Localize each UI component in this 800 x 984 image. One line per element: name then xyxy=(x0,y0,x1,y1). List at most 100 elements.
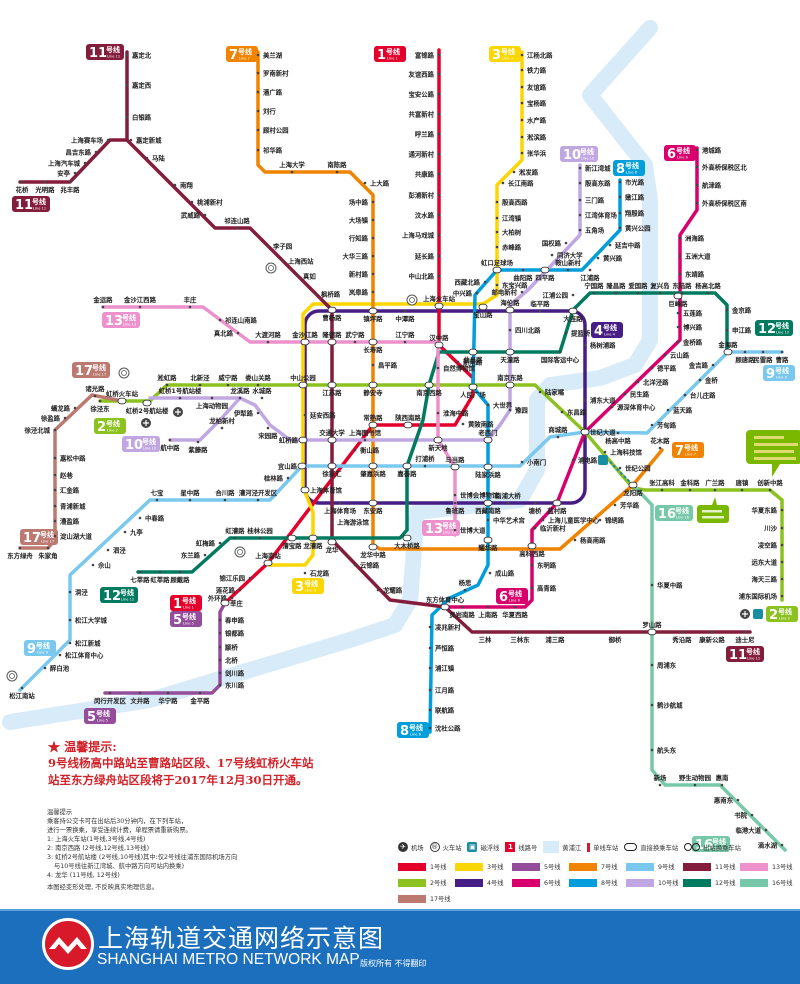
station-label[interactable]: 刘行 xyxy=(263,106,276,115)
station-label[interactable]: 祁连山路 xyxy=(224,216,250,225)
station-label[interactable]: 北洋泾路 xyxy=(643,377,669,386)
station-label[interactable]: 临港大道 xyxy=(735,825,761,834)
station-label[interactable]: 白银路 xyxy=(132,112,152,121)
station-label[interactable]: 杨高北路 xyxy=(695,281,721,290)
station-label[interactable]: 交通大学 xyxy=(319,428,345,437)
station-label[interactable]: 国际客运中心 xyxy=(541,355,580,364)
station-label[interactable]: 颛桥 xyxy=(225,642,238,651)
station-label[interactable]: 虹桥路 xyxy=(279,435,299,444)
station-label[interactable]: 江宁路 xyxy=(395,330,415,339)
station-label[interactable]: 肇嘉浜路 xyxy=(359,469,386,478)
station-label[interactable]: 安亭 xyxy=(57,168,70,177)
station-label[interactable]: 巨峰路 xyxy=(668,299,688,308)
station-label[interactable]: 徐盈路 xyxy=(40,413,61,422)
station-label[interactable]: 嘉善路 xyxy=(396,469,417,478)
station-label[interactable]: 川沙 xyxy=(763,524,777,532)
station-label[interactable]: 嫩江路 xyxy=(625,192,645,201)
station-label[interactable]: 淮海中路 xyxy=(443,408,469,417)
station-label[interactable]: 醉白池 xyxy=(50,663,70,672)
station-label[interactable]: 场中路 xyxy=(349,197,369,206)
station-label[interactable]: 申江路 xyxy=(732,325,752,334)
station-label[interactable]: 临平路 xyxy=(530,299,550,308)
station-label[interactable]: 龙华 xyxy=(325,545,339,554)
station-label[interactable]: 祁华路 xyxy=(263,145,283,154)
station-label[interactable]: 黄陂南路 xyxy=(468,419,494,428)
station-label[interactable]: 浦江镇 xyxy=(435,663,455,672)
station-label[interactable]: 陕西南路 xyxy=(395,413,421,422)
station-label[interactable]: 花桥 xyxy=(16,185,29,194)
station-label[interactable]: 上南路 xyxy=(478,610,498,619)
station-label[interactable]: 华宁路 xyxy=(158,696,178,705)
station-label[interactable]: 华夏西路 xyxy=(502,610,528,619)
station-label[interactable]: 剑川路 xyxy=(224,668,245,677)
station-label[interactable]: 洞泾 xyxy=(75,587,88,596)
station-label[interactable]: 常熟路 xyxy=(363,413,383,422)
station-label[interactable]: 小南门 xyxy=(527,457,546,466)
station-label[interactable]: 中春路 xyxy=(145,513,165,522)
station-label[interactable]: 虹桥1号航站楼 xyxy=(159,386,202,395)
station-label[interactable]: 上海西站 xyxy=(288,256,314,265)
station-label[interactable]: 星中路 xyxy=(180,488,200,497)
station-label[interactable]: 虹桥2号航站楼 xyxy=(126,406,169,415)
station-label[interactable]: 人民广场 xyxy=(460,390,486,399)
station-label[interactable]: 民生路 xyxy=(630,389,650,398)
station-label[interactable]: 东明路 xyxy=(537,560,557,569)
station-label[interactable]: 潘广路 xyxy=(263,87,283,96)
station-label[interactable]: 行知路 xyxy=(348,233,369,242)
station-label[interactable]: 淀山湖大道 xyxy=(60,531,93,540)
station-label[interactable]: 娄山关路 xyxy=(244,373,271,382)
station-label[interactable]: 淞滨路 xyxy=(527,132,547,141)
station-label[interactable]: 龙漕路 xyxy=(302,541,323,550)
station-label[interactable]: 国权路 xyxy=(542,238,562,247)
station-label[interactable]: 市光路 xyxy=(625,177,645,186)
station-label[interactable]: 长寿路 xyxy=(363,345,383,354)
station-label[interactable]: 中兴路 xyxy=(453,288,473,297)
station-label[interactable]: 青浦新城 xyxy=(60,501,86,510)
station-label[interactable]: 徐泾北城 xyxy=(23,425,50,434)
station-label[interactable]: 港城路 xyxy=(702,145,722,154)
station-label[interactable]: 枫桥路 xyxy=(321,289,341,298)
station-label[interactable]: 武威路 xyxy=(181,210,201,219)
station-label[interactable]: 御桥 xyxy=(608,635,622,644)
station-label[interactable]: 莲花路 xyxy=(216,585,236,594)
station-label[interactable]: 蟠龙路 xyxy=(51,403,71,412)
station-label[interactable]: 迪士尼 xyxy=(735,635,755,644)
station-label[interactable]: 豫园 xyxy=(515,405,528,414)
station-label[interactable]: 创新中路 xyxy=(756,478,783,487)
station-label[interactable]: 中山公园 xyxy=(290,373,316,382)
station-label[interactable]: 航中路 xyxy=(160,443,180,452)
station-label[interactable]: 民雷路 xyxy=(753,355,773,364)
station-label[interactable]: 书院 xyxy=(734,810,747,819)
station-label[interactable]: 三林东 xyxy=(510,635,530,644)
station-label[interactable]: 张江高科 xyxy=(649,478,675,487)
station-label[interactable]: 金科路 xyxy=(679,478,700,487)
station-label[interactable]: 龙柏新村 xyxy=(208,416,235,425)
station-label[interactable]: 航津路 xyxy=(702,180,722,189)
station-label[interactable]: 大柏树 xyxy=(502,227,522,236)
station-label[interactable]: 新场 xyxy=(654,773,667,782)
station-label[interactable]: 嘉定北 xyxy=(131,50,152,59)
station-label[interactable]: 金运路 xyxy=(92,295,113,304)
station-label[interactable]: 昌吉东路 xyxy=(65,147,91,156)
station-label[interactable]: 赤峰路 xyxy=(502,242,522,251)
station-label[interactable]: 东川路 xyxy=(225,680,245,689)
station-label[interactable]: 联航路 xyxy=(435,705,455,714)
station-label[interactable]: 自然博物馆 xyxy=(443,363,476,372)
station-label[interactable]: 虹漕路 xyxy=(225,526,245,535)
station-label[interactable]: 黄兴路 xyxy=(603,253,623,262)
station-label[interactable]: 杨高南路 xyxy=(580,535,606,544)
station-label[interactable]: 松江新城 xyxy=(75,638,101,647)
station-label[interactable]: 曹路 xyxy=(776,355,789,364)
station-label[interactable]: 桂林公园 xyxy=(246,526,273,535)
station-label[interactable]: 宝山路 xyxy=(473,310,493,319)
station-label[interactable]: 打浦桥 xyxy=(415,454,435,463)
